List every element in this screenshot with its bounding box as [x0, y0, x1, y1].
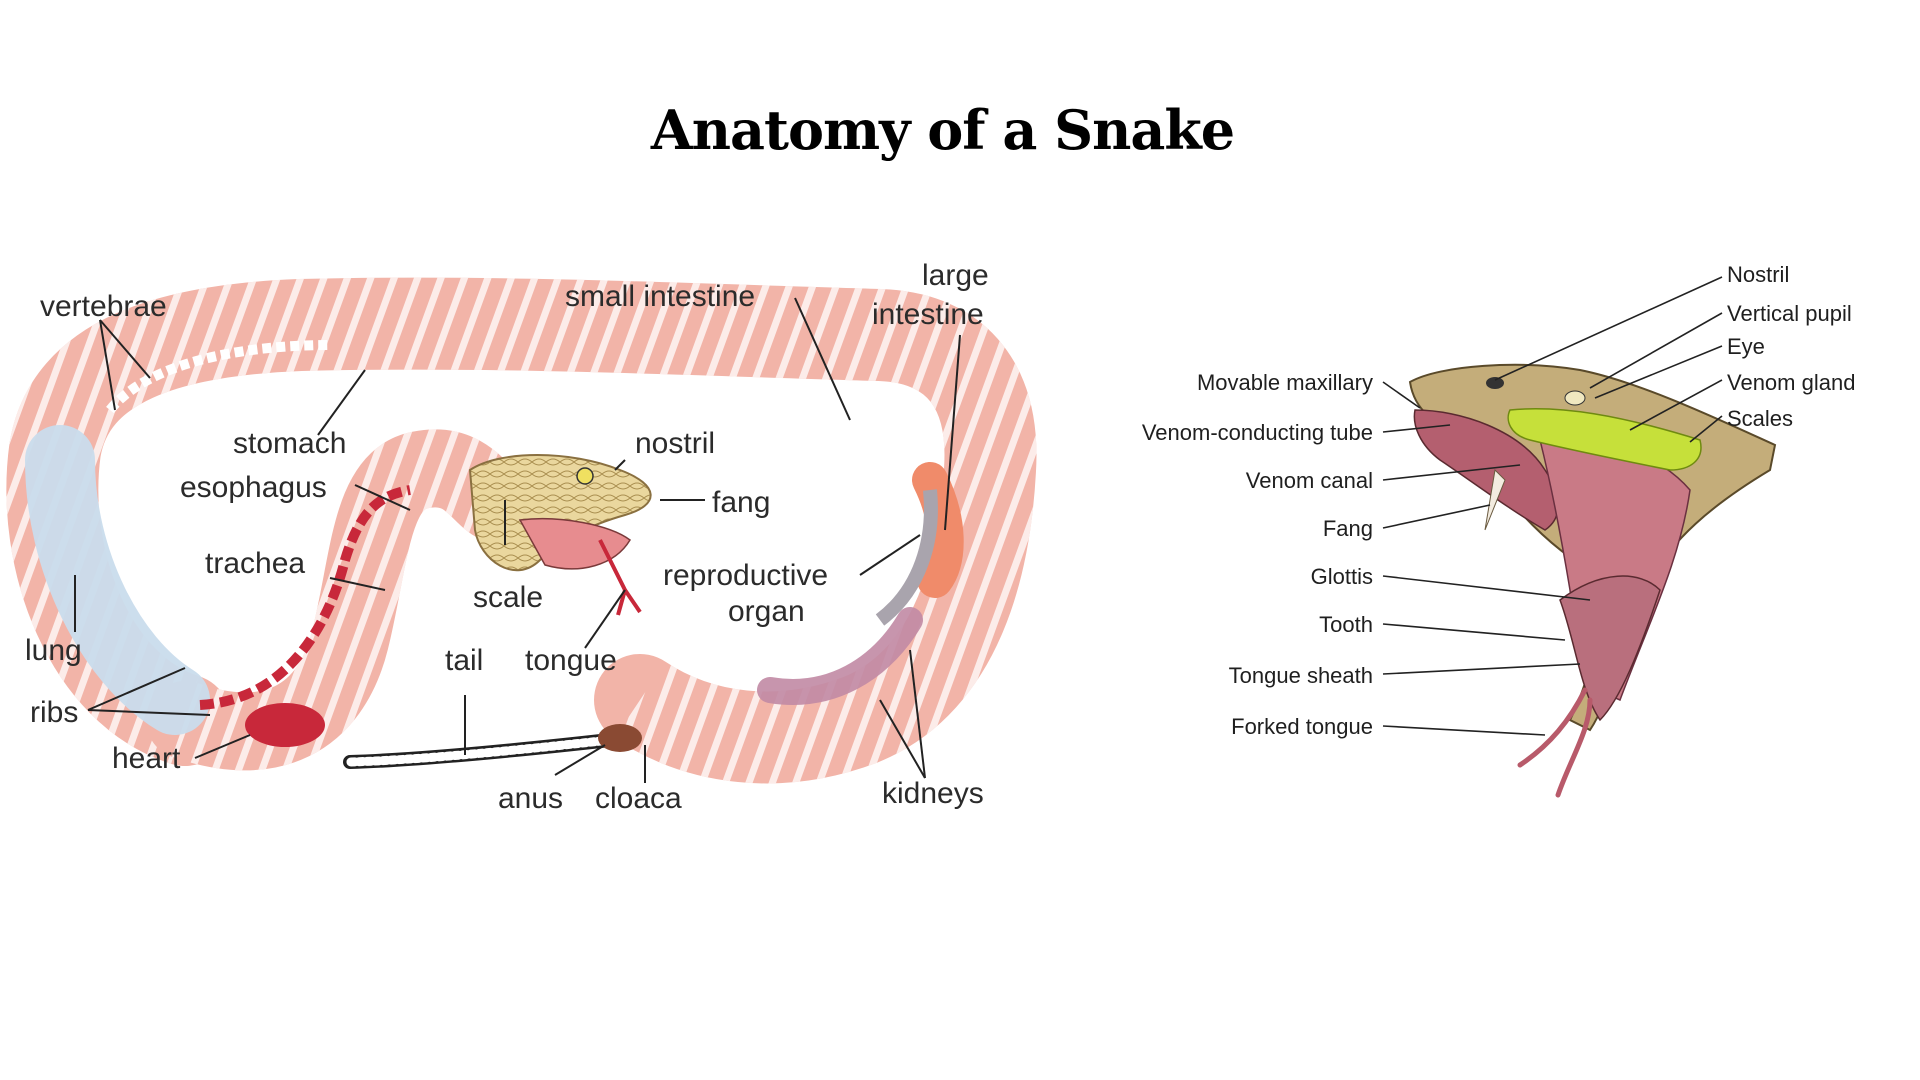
label-tail: tail: [445, 644, 483, 677]
label-heart: heart: [112, 742, 181, 775]
label-tongue: tongue: [525, 644, 617, 677]
label-venom-gland: Venom gland: [1727, 370, 1855, 395]
trachea-shape: [199, 485, 411, 710]
label-scales: Scales: [1727, 406, 1793, 431]
head-labels: Nostril Vertical pupil Eye Venom gland S…: [1142, 262, 1856, 739]
kidney-shape: [757, 607, 923, 705]
heart-shape: [245, 703, 325, 747]
label-glottis: Glottis: [1311, 564, 1373, 589]
label-nostril: nostril: [635, 427, 715, 460]
label-scale: scale: [473, 581, 543, 614]
label-vertical-pupil: Vertical pupil: [1727, 301, 1852, 326]
label-venom-conducting-tube: Venom-conducting tube: [1142, 420, 1373, 445]
snake-head-illustration: [1408, 363, 1777, 798]
open-mouth: [518, 517, 631, 570]
cloaca-shape: [598, 724, 642, 752]
label-trachea: trachea: [205, 547, 305, 580]
label-large-intestine-line2: intestine: [872, 298, 984, 331]
snake-head: [468, 454, 652, 572]
label-head-nostril: Nostril: [1727, 262, 1789, 287]
label-large-intestine-line1: large: [922, 259, 989, 292]
upper-jaw: [1413, 409, 1559, 531]
page-title: Anatomy of a Snake: [650, 98, 1235, 162]
label-ribs: ribs: [30, 696, 78, 729]
label-anus: anus: [498, 782, 563, 815]
label-fang: fang: [712, 486, 770, 519]
label-reproductive-line1: reproductive: [663, 559, 828, 592]
label-forked-tongue: Forked tongue: [1231, 714, 1373, 739]
label-tongue-sheath: Tongue sheath: [1229, 663, 1373, 688]
label-cloaca: cloaca: [595, 782, 682, 815]
head-eye: [1486, 377, 1504, 389]
label-tooth: Tooth: [1319, 612, 1373, 637]
label-esophagus: esophagus: [180, 471, 327, 504]
label-stomach: stomach: [233, 427, 346, 460]
label-kidneys: kidneys: [882, 777, 984, 810]
label-head-fang: Fang: [1323, 516, 1373, 541]
label-reproductive-line2: organ: [728, 595, 805, 628]
snake-body-illustration: [6, 277, 1037, 784]
label-lung: lung: [25, 634, 82, 667]
label-movable-maxillary: Movable maxillary: [1197, 370, 1373, 395]
head-fang: [1484, 468, 1506, 531]
body-labels: vertebrae small intestine large intestin…: [25, 259, 989, 815]
head-forked-tongue: [1517, 687, 1593, 798]
label-eye: Eye: [1727, 334, 1765, 359]
head-leader-lines: [1382, 276, 1723, 736]
spine: [106, 340, 331, 414]
label-venom-canal: Venom canal: [1246, 468, 1373, 493]
venom-gland: [1507, 408, 1702, 471]
body-leader-lines: [74, 297, 961, 783]
snake-eye: [576, 467, 594, 485]
label-small-intestine: small intestine: [565, 280, 755, 313]
forked-tongue: [598, 539, 642, 616]
label-vertebrae: vertebrae: [40, 290, 167, 323]
